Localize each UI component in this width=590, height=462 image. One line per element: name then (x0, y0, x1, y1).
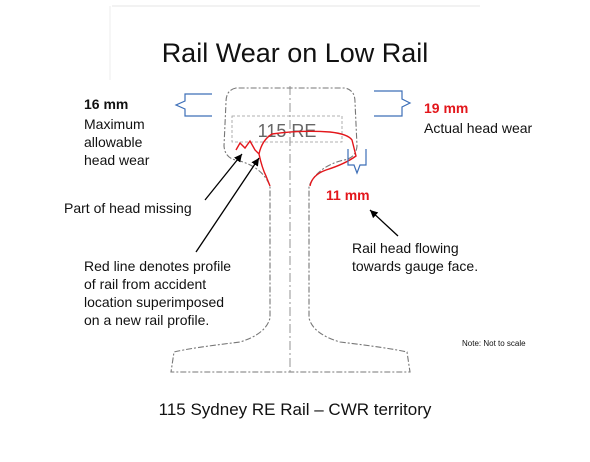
max-wear-label-2: allowable (84, 134, 143, 150)
arrow-gauge-flow (369, 209, 399, 237)
max-wear-value: 16 mm (84, 96, 129, 112)
actual-wear-label: Actual head wear (424, 120, 533, 136)
gauge-flow-label-2: towards gauge face. (352, 258, 479, 274)
red-line-note-1: Red line denotes profile (84, 258, 232, 274)
gauge-flow-value: 11 mm (326, 187, 370, 203)
head-missing-label: Part of head missing (64, 200, 192, 216)
arrow-red-line (195, 157, 260, 253)
diagram-title: Rail Wear on Low Rail (161, 38, 429, 68)
bracket-actual-wear (374, 90, 412, 117)
worn-profile-line (235, 130, 357, 187)
gauge-flow-label-1: Rail head flowing (352, 240, 459, 256)
red-line-note-2: of rail from accident (84, 276, 207, 292)
rail-stamp-text: 115 RE (258, 121, 317, 141)
rail-stamp-box (231, 115, 343, 143)
red-line-note-3: location superimposed (84, 294, 225, 310)
bracket-max-wear (174, 93, 212, 117)
max-wear-label-3: head wear (84, 152, 150, 168)
bracket-gauge-flow (347, 149, 367, 175)
max-wear-label-1: Maximum (84, 116, 145, 132)
red-line-note-4: on a new rail profile. (84, 312, 210, 328)
arrow-head-missing (204, 153, 243, 201)
diagram-footer: 115 Sydney RE Rail – CWR territory (158, 400, 432, 419)
scale-note: Note: Not to scale (462, 339, 526, 348)
rail-profile-outline (170, 87, 411, 373)
actual-wear-value: 19 mm (424, 100, 469, 116)
